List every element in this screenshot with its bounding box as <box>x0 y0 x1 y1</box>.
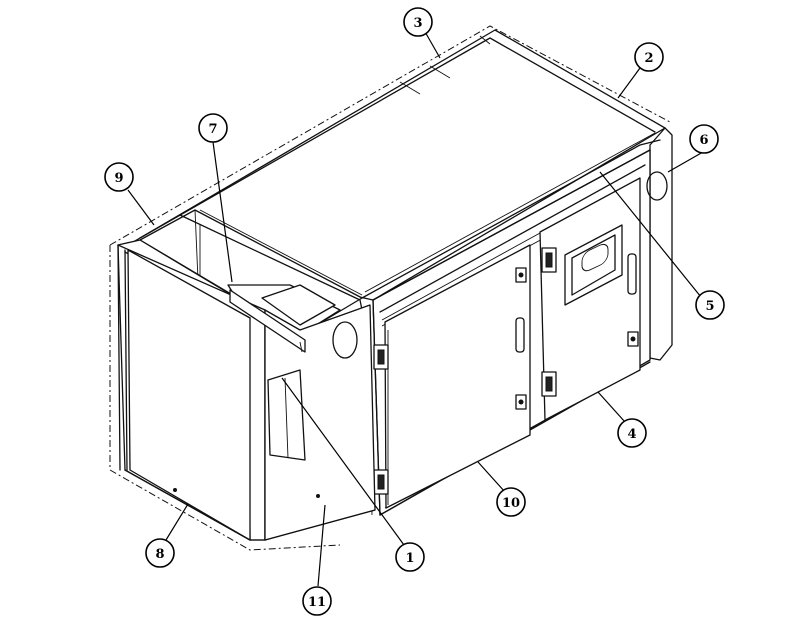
svg-text:1: 1 <box>405 551 414 566</box>
svg-text:8: 8 <box>155 547 164 562</box>
callout-1: 1 <box>395 542 425 572</box>
compartment-vent <box>332 321 358 359</box>
svg-text:7: 7 <box>208 122 217 137</box>
left-access-door <box>384 244 531 509</box>
callouts: 1 2 3 4 5 6 7 8 9 10 11 <box>104 7 725 616</box>
compartment-front-wall <box>264 304 376 541</box>
callout-2: 2 <box>634 42 664 72</box>
callout-10: 10 <box>496 487 526 517</box>
right-end-panel <box>649 127 673 361</box>
callout-4: 4 <box>617 418 647 448</box>
callout-7: 7 <box>198 113 228 143</box>
callout-6: 6 <box>689 124 719 154</box>
door-latches <box>515 253 639 410</box>
svg-text:10: 10 <box>502 496 520 511</box>
svg-text:11: 11 <box>308 595 326 610</box>
svg-text:4: 4 <box>627 427 636 442</box>
right-end-vent <box>646 171 668 201</box>
callout-9: 9 <box>104 162 134 192</box>
vent-window <box>564 224 623 306</box>
side-compartment <box>109 209 376 551</box>
callout-8: 8 <box>145 538 175 568</box>
svg-text:6: 6 <box>699 133 708 148</box>
svg-text:3: 3 <box>413 16 422 31</box>
hinges-left <box>373 344 389 495</box>
callout-5: 5 <box>695 290 725 320</box>
svg-text:9: 9 <box>114 171 123 186</box>
callout-11: 11 <box>302 586 332 616</box>
svg-text:2: 2 <box>644 51 653 66</box>
callout-3: 3 <box>403 7 433 37</box>
hinges-right <box>541 247 557 397</box>
svg-text:5: 5 <box>705 299 714 314</box>
